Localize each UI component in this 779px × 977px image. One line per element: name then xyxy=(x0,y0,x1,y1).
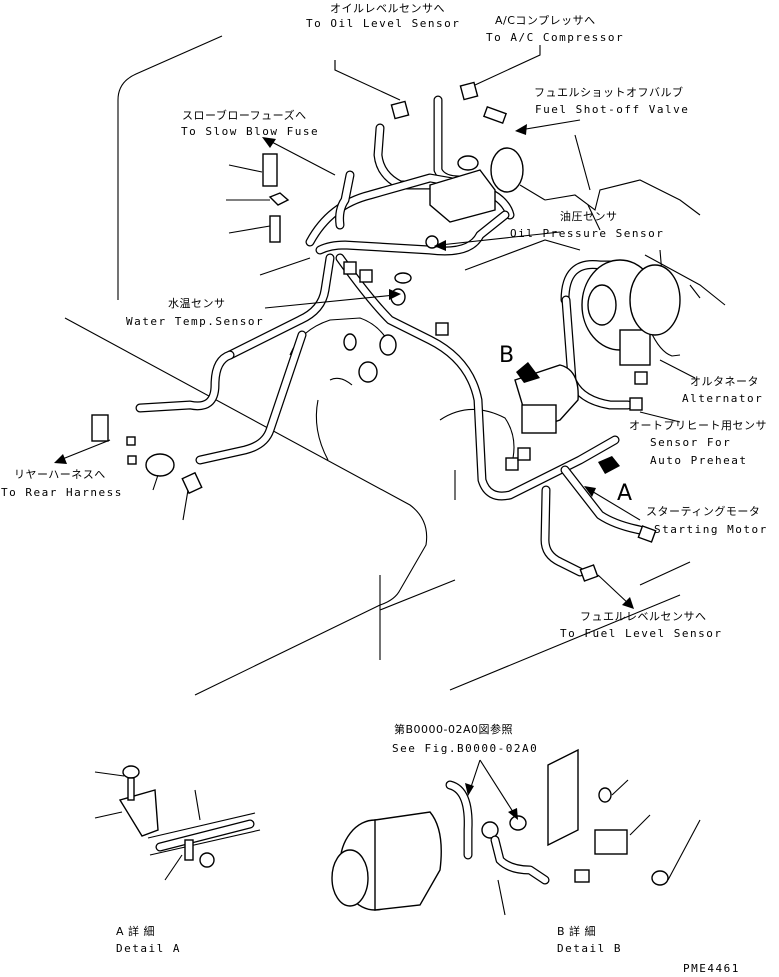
fuel-level-sensor-label-en: To Fuel Level Sensor xyxy=(560,627,723,640)
fuel-shutoff-valve-label-en: Fuel Shot-off Valve xyxy=(535,103,690,116)
detail-b-label-en: Detail B xyxy=(557,942,622,955)
engine-outline xyxy=(289,134,726,500)
marker-b: B xyxy=(499,343,515,368)
auto-preheat-sensor-label-en-1: Sensor For xyxy=(650,436,732,449)
fuel-shutoff-valve-label-jp: フュエルショットオフバルブ xyxy=(534,86,684,99)
starting-motor-label-en: Starting Motor xyxy=(654,523,768,536)
slow-blow-fuse-label-jp: スローブローフューズへ xyxy=(182,109,307,122)
water-temp-sensor-label-jp: 水温センサ xyxy=(168,297,226,310)
see-fig-label-jp: 第B0000-02A0図参照 xyxy=(394,723,514,736)
slow-blow-fuse-label-en: To Slow Blow Fuse xyxy=(181,125,320,138)
detail-b-label-jp: B 詳 細 xyxy=(557,925,597,938)
components xyxy=(91,81,681,582)
oil-level-sensor-label-en: To Oil Level Sensor xyxy=(306,17,461,30)
auto-preheat-sensor-label-jp: オートプリヒート用センサ xyxy=(629,419,767,432)
detail-a-label-jp: A 詳 細 xyxy=(116,925,156,938)
marker-a: A xyxy=(617,481,633,506)
starting-motor-label-jp: スターティングモータ xyxy=(646,505,761,518)
rear-harness-label-jp: リヤーハーネスへ xyxy=(14,468,106,481)
oil-level-sensor-label-jp: オイルレベルセンサへ xyxy=(330,2,445,15)
ac-compressor-label-en: To A/C Compressor xyxy=(486,31,625,44)
leader-lines xyxy=(54,45,701,609)
water-temp-sensor-label-en: Water Temp.Sensor xyxy=(126,315,265,328)
alternator-label-jp: オルタネータ xyxy=(690,375,759,388)
auto-preheat-sensor-label-en-2: Auto Preheat xyxy=(650,454,748,467)
oil-pressure-sensor-label-jp: 油圧センサ xyxy=(560,210,618,223)
ac-compressor-label-jp: A/Cコンプレッサへ xyxy=(495,14,596,27)
oil-pressure-sensor-label-en: Oil Pressure Sensor xyxy=(510,227,665,240)
see-fig-label-en: See Fig.B0000-02A0 xyxy=(392,742,539,755)
main-harness xyxy=(135,95,645,577)
alternator-label-en: Alternator xyxy=(682,392,764,405)
rear-harness-label-en: To Rear Harness xyxy=(1,486,123,499)
drawing-number: PME4461 xyxy=(683,962,740,975)
detail-a-label-en: Detail A xyxy=(116,942,181,955)
detail-a-drawing xyxy=(94,765,261,881)
machine-body-outline xyxy=(64,35,691,696)
fuel-level-sensor-label-jp: フュエルレベルセンサへ xyxy=(580,610,707,623)
detail-b-drawing xyxy=(331,748,701,916)
